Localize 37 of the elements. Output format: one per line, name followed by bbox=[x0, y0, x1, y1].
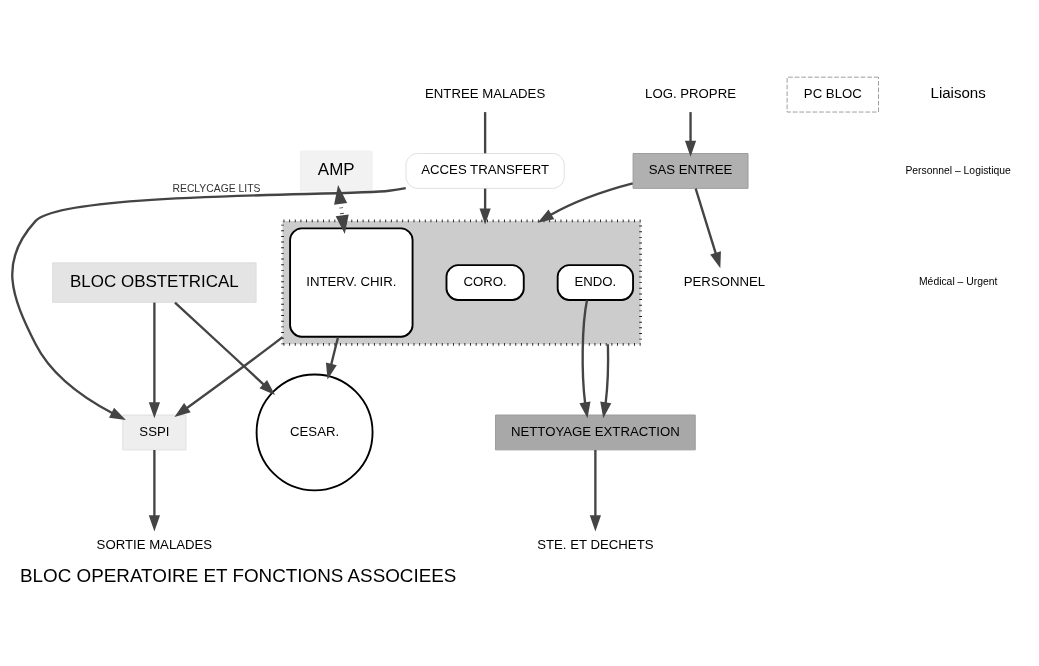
arrow bbox=[11, 186, 406, 420]
node-text: LOG. PROPRE bbox=[645, 85, 736, 101]
node-box: ACCES TRANSFERT bbox=[405, 152, 565, 189]
arrow bbox=[537, 181, 633, 223]
node-circle: CESAR. bbox=[255, 373, 374, 491]
node-box: NETTOYAGE EXTRACTION bbox=[495, 414, 696, 450]
arrow bbox=[694, 187, 721, 268]
arrow bbox=[334, 184, 349, 234]
arrow bbox=[579, 299, 591, 418]
arrow bbox=[600, 343, 612, 418]
arrow bbox=[148, 302, 160, 418]
edge-label: RECLYCAGE LITS bbox=[172, 182, 261, 194]
node-text: SORTIE MALADES bbox=[96, 536, 213, 552]
node-box: CORO. bbox=[445, 263, 525, 301]
arrow bbox=[684, 111, 697, 157]
legend-label: Médical – Urgent bbox=[918, 275, 998, 287]
arrow bbox=[174, 301, 276, 395]
arrow bbox=[325, 336, 340, 379]
node-text: STE. ET DECHETS bbox=[537, 536, 654, 552]
connector bbox=[483, 111, 487, 153]
legend-label: Personnel – Logistique bbox=[905, 164, 1011, 176]
arrow bbox=[589, 449, 601, 531]
cluster bbox=[281, 218, 642, 346]
arrow bbox=[148, 449, 160, 531]
node-box: AMP bbox=[299, 150, 373, 191]
arrow bbox=[174, 335, 284, 417]
diagram-title: BLOC OPERATOIRE ET FONCTIONS ASSOCIEES bbox=[20, 564, 457, 586]
node-box: ENDO. bbox=[556, 263, 634, 301]
node-box: PC BLOC bbox=[786, 76, 879, 112]
node-box: SAS ENTREE bbox=[632, 152, 749, 189]
node-box: BLOC OBSTETRICAL bbox=[52, 261, 257, 303]
label: Liaisons bbox=[930, 83, 986, 101]
node-box: INTERV. CHIR. bbox=[289, 227, 414, 338]
node-text: PERSONNEL bbox=[683, 273, 766, 289]
arrow bbox=[479, 188, 491, 224]
node-box: SSPI bbox=[122, 414, 187, 450]
node-text: ENTREE MALADES bbox=[425, 85, 546, 101]
